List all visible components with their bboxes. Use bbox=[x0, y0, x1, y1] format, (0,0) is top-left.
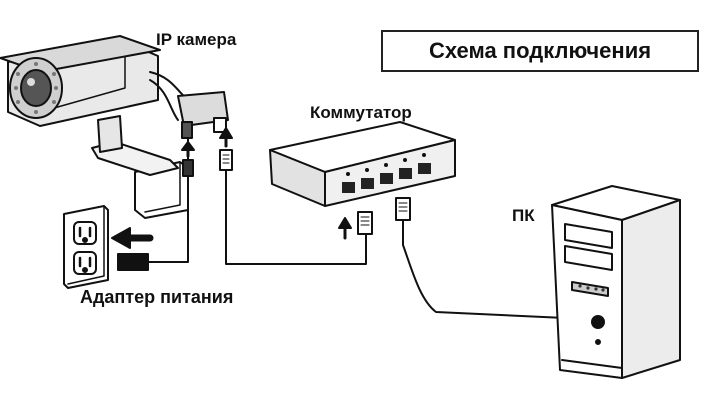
adapter-cable bbox=[147, 175, 189, 263]
pc-tower-icon bbox=[551, 185, 681, 379]
pc-drive-bays bbox=[564, 223, 613, 271]
ip-camera-icon bbox=[0, 35, 229, 219]
camera-power-jack bbox=[181, 121, 193, 139]
up-arrow-camera-power-icon bbox=[181, 141, 195, 158]
switch-side bbox=[269, 149, 326, 207]
switch-ethernet-connector-right-icon bbox=[395, 197, 411, 221]
pc-front-dots bbox=[578, 284, 605, 292]
power-plug-icon bbox=[117, 253, 149, 271]
power-outlet-icon bbox=[63, 205, 109, 289]
camera-switch-cable bbox=[225, 169, 367, 265]
camera-mount-plate-edge bbox=[144, 161, 181, 213]
label-power-adapter: Адаптер питания bbox=[80, 287, 234, 307]
pc-base-line bbox=[561, 359, 623, 369]
camera-rj45-jack bbox=[213, 117, 227, 133]
camera-ir-leds bbox=[14, 62, 58, 114]
camera-cable-2 bbox=[149, 79, 179, 121]
left-arrow-outlet-icon bbox=[111, 227, 154, 249]
pc-power-led bbox=[595, 339, 601, 345]
up-arrow-switch-icon bbox=[338, 217, 352, 240]
label-ip-camera: IP камера bbox=[156, 30, 237, 49]
switch-leds bbox=[346, 153, 426, 176]
camera-ethernet-connector-icon bbox=[219, 149, 233, 171]
switch-ethernet-connector-left-icon bbox=[357, 211, 373, 235]
up-arrow-camera-ethernet-icon bbox=[219, 127, 233, 148]
label-pc: ПК bbox=[512, 206, 535, 225]
camera-power-plug bbox=[182, 159, 194, 177]
pc-power-button bbox=[591, 315, 605, 329]
diagram-title: Схема подключения bbox=[428, 38, 652, 63]
label-switch: Коммутатор bbox=[310, 103, 412, 122]
switch-ports bbox=[342, 163, 431, 193]
camera-lens bbox=[20, 69, 52, 107]
title-box: Схема подключения bbox=[381, 30, 699, 72]
camera-neck bbox=[97, 115, 123, 153]
switch-pc-cable bbox=[402, 219, 566, 319]
camera-lens-glint bbox=[27, 78, 35, 86]
network-switch-icon bbox=[269, 121, 456, 207]
pc-side bbox=[621, 199, 681, 379]
